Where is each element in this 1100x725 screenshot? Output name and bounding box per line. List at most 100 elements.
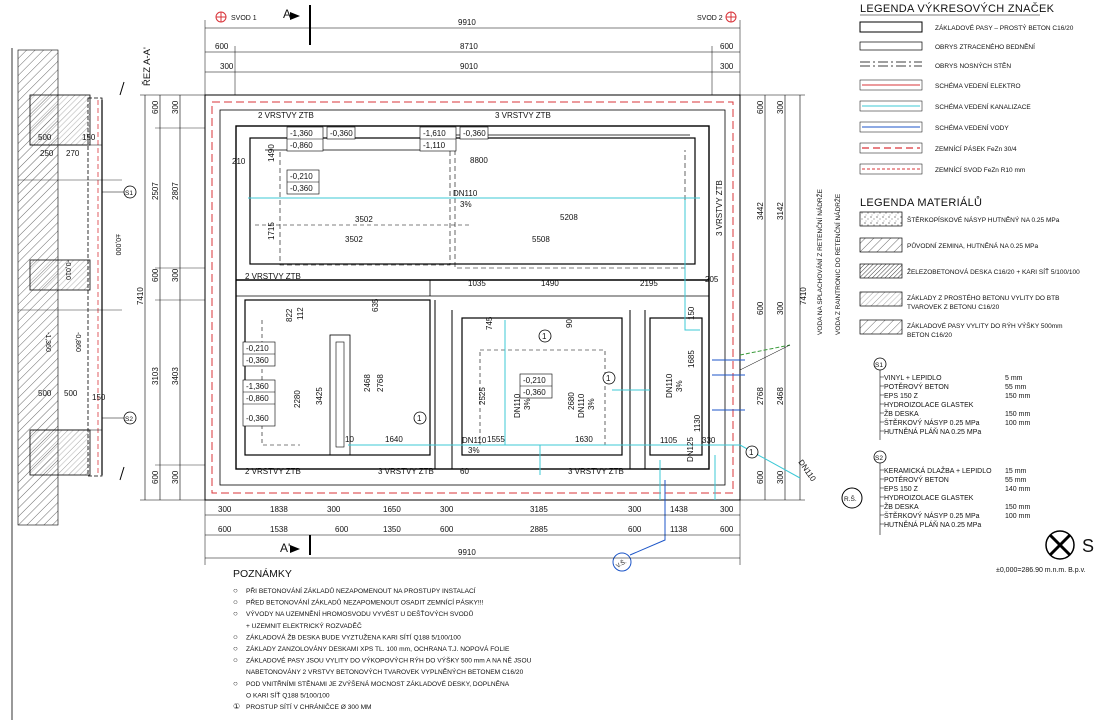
svg-text:-0,360: -0,360	[330, 129, 353, 138]
note-retention-flush: VODA NA SPLACHOVÁNÍ Z RETENČNÍ NÁDRŽE	[815, 188, 824, 335]
s1-thickness-2: 55 mm	[1005, 384, 1027, 391]
note-bullet-3: ○	[233, 609, 238, 618]
level-box-4: -0,210 -0,360	[242, 341, 276, 367]
note-bullet-6: ○	[233, 644, 238, 653]
svg-text:3185: 3185	[530, 505, 548, 514]
svg-text:300: 300	[218, 505, 232, 514]
section-level-c: -1,360	[44, 332, 51, 352]
material-row-4b: TVAROVEK Z BETONU C16/20	[907, 304, 1000, 311]
svg-text:300: 300	[440, 505, 454, 514]
penetration-marker-3: 1	[413, 411, 427, 425]
penetration-marker-2: 1	[602, 371, 616, 385]
svg-text:3425: 3425	[315, 387, 324, 405]
svg-text:2807: 2807	[171, 182, 180, 200]
s2-layer-7: HUTNĚNÁ PLÁŇ NA 0.25 MPa	[884, 520, 981, 529]
s1-layer-3: EPS 150 Z	[884, 393, 919, 400]
svg-text:1685: 1685	[687, 350, 696, 368]
note-item-4: + UZEMNIT ELEKTRICKÝ ROZVADĚČ	[246, 621, 362, 630]
legend-symbols: LEGENDA VÝKRESOVÝCH ZNAČEK ZÁKLADOVÉ PAS…	[859, 2, 1074, 175]
svg-text:-0,360: -0,360	[523, 388, 546, 397]
svg-text:1138: 1138	[670, 525, 688, 534]
note-bullet-2: ○	[233, 598, 238, 607]
s2-thickness-2: 55 mm	[1005, 477, 1027, 484]
north-letter: S	[1082, 536, 1094, 556]
ztb-label-1: 2 VRSTVY ZTB	[258, 111, 314, 120]
svg-text:600: 600	[218, 525, 232, 534]
material-row-5: ZÁKLADOVÉ PASY VYLITY DO RÝH VÝŠKY 500mm	[907, 321, 1063, 330]
ztb-label-6: 3 VRSTVY ZTB	[568, 467, 624, 476]
svg-text:3%: 3%	[587, 398, 596, 410]
level-box-1: -1,360 -0,360 -0,860	[286, 126, 356, 152]
left-dimensions: 600 300 2507 2807 600 300 3103 3403 600 …	[136, 94, 205, 501]
note-item-11: PROSTUP SÍTÍ V CHRÁNIČCE Ø 300 MM	[246, 702, 372, 711]
svg-text:3%: 3%	[468, 446, 480, 455]
svg-text:1715: 1715	[267, 222, 276, 240]
svg-text:1035: 1035	[468, 279, 486, 288]
svg-text:S2: S2	[125, 416, 133, 423]
bottom-dimensions: 300 1838 300 1650 300 3185 300 1438 300 …	[204, 500, 741, 565]
legend-materials: LEGENDA MATERIÁLŮ ŠTĚRKOPÍSKOVÉ NÁSYP HU…	[859, 196, 1080, 339]
ztb-label-2: 3 VRSTVY ZTB	[495, 111, 551, 120]
svg-text:2280: 2280	[293, 390, 302, 408]
section-cut-top: A	[283, 5, 311, 45]
note-bullet-7: ○	[233, 656, 238, 665]
svg-text:300: 300	[776, 470, 785, 484]
ztb-label-7: 3 VRSTVY ZTB	[715, 180, 724, 236]
section-level-b: ±0,000	[114, 234, 121, 255]
dim-600-right: 600	[720, 42, 734, 51]
s1-layer-5: ŽB DESKA	[884, 409, 919, 418]
svg-text:1: 1	[749, 448, 754, 457]
room-lower-right	[649, 317, 703, 456]
svg-text:-0,860: -0,860	[290, 141, 313, 150]
penetration-marker-1: 1	[538, 329, 552, 343]
section-dim-150: 150	[82, 133, 96, 142]
legend-row-5: SCHÉMA VEDENÍ KANALIZACE	[935, 102, 1031, 111]
lost-formwork-outer	[219, 109, 726, 486]
svg-text:300: 300	[628, 505, 642, 514]
svg-text:1438: 1438	[670, 505, 688, 514]
note-item-2: PŘED BETONOVÁNÍ ZÁKLADŮ NEZAPOMENOUT OSA…	[246, 598, 484, 607]
s1-marker-left: S1	[123, 185, 137, 199]
svg-text:5508: 5508	[532, 235, 550, 244]
section-dim-270: 270	[66, 149, 80, 158]
svg-text:2525: 2525	[478, 387, 487, 405]
note-item-8: NABETONOVÁNY 2 VRSTVY BETONOVÝCH TVAROVE…	[246, 667, 524, 676]
bearing-wall-outer	[235, 125, 710, 470]
svg-text:600: 600	[628, 525, 642, 534]
svg-text:SVOD 1: SVOD 1	[231, 15, 257, 22]
svg-text:600: 600	[756, 100, 765, 114]
svg-text:3502: 3502	[345, 235, 363, 244]
svg-text:-0,210: -0,210	[523, 376, 546, 385]
section-foundation-lower	[29, 429, 91, 476]
s1-layer-1: VINYL + LEPIDLO	[884, 375, 942, 382]
legend-row-4: SCHÉMA VEDENÍ ELEKTRO	[935, 81, 1021, 90]
north-arrow-icon: S	[1045, 530, 1094, 560]
pipe-labels: DN110 3% DN110 3% DN110 3% DN110 3% DN11…	[453, 189, 818, 484]
materials-title: LEGENDA MATERIÁLŮ	[860, 196, 982, 209]
elevation-reference: ±0,000=286.90 m.n.m. B.p.v.	[996, 567, 1086, 574]
svg-text:R.Š.: R.Š.	[844, 494, 857, 503]
svg-text:1555: 1555	[487, 435, 505, 444]
s2-layer-2: POTĚROVÝ BETON	[884, 475, 949, 484]
svg-text:1630: 1630	[575, 435, 593, 444]
svg-text:-0,860: -0,860	[246, 394, 269, 403]
svg-text:300: 300	[776, 301, 785, 315]
dim-8710: 8710	[460, 42, 478, 51]
legend-title: LEGENDA VÝKRESOVÝCH ZNAČEK	[860, 2, 1055, 15]
svg-text:2468: 2468	[363, 374, 372, 392]
sewerage-lines	[248, 197, 801, 500]
svg-text:1: 1	[417, 414, 422, 423]
ztb-label-4: 2 VRSTVY ZTB	[245, 467, 301, 476]
section-level-d: -0,860	[74, 332, 81, 352]
s1-layer-7: HUTNĚNÁ PLÁŇ NA 0.25 MPa	[884, 427, 981, 436]
svod-2: SVOD 2	[697, 11, 737, 23]
note-item-6: ZÁKLADY ZANZOLOVÁNY DESKAMI XPS TL. 100 …	[246, 644, 510, 653]
s2-thickness-5: 150 mm	[1005, 504, 1030, 511]
svg-text:DN125: DN125	[686, 437, 695, 462]
svg-text:2468: 2468	[776, 387, 785, 405]
s2-marker-left: S2	[123, 411, 137, 425]
note-item-1: PŘI BETONOVÁNÍ ZÁKLADŮ NEZAPOMENOUT NA P…	[246, 586, 476, 595]
svg-text:1640: 1640	[385, 435, 403, 444]
